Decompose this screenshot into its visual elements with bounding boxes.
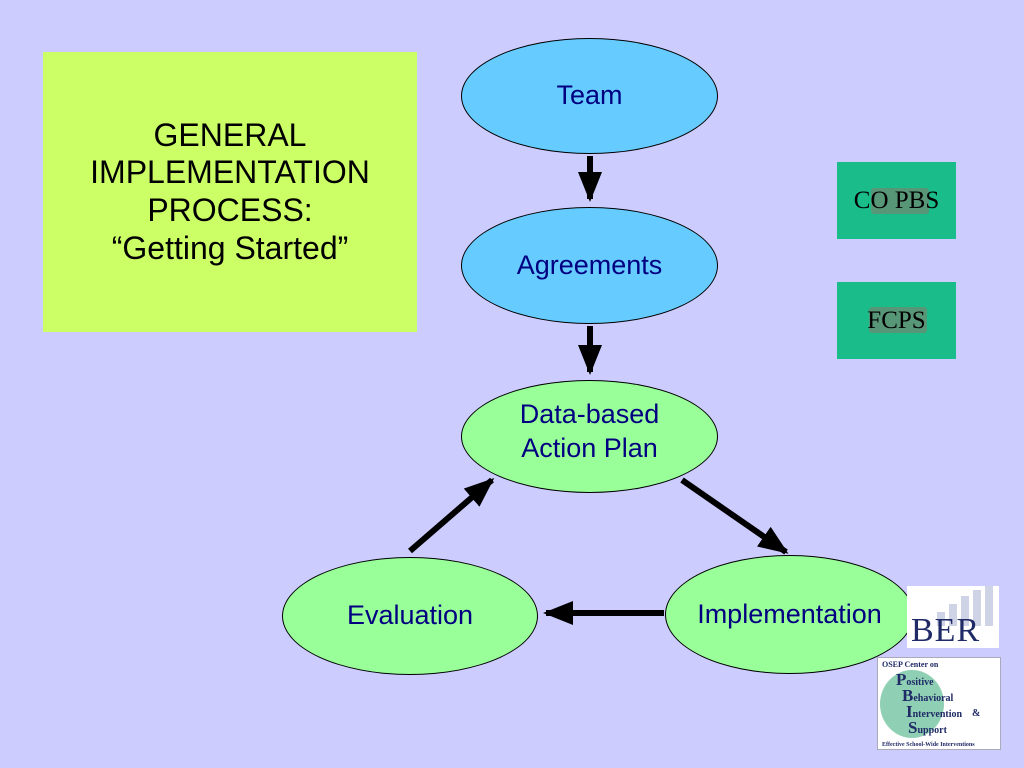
node-plan-line-2: Action Plan (521, 432, 658, 463)
fcps-badge: FCPS (837, 282, 956, 359)
ber-logo: BER (907, 586, 999, 648)
node-agreements-label: Agreements (516, 249, 663, 280)
pbis-top-text: OSEP Center on (882, 660, 939, 669)
node-implementation: Implementation (665, 555, 914, 674)
node-team: Team (461, 38, 718, 154)
pbis-ampersand: & (972, 708, 981, 719)
pbis-word-positive: Positive (896, 670, 934, 689)
copbs-map-icon (871, 188, 929, 214)
fcps-map-icon (869, 307, 927, 333)
node-team-label: Team (556, 80, 623, 110)
title-line-1: GENERAL (153, 116, 307, 153)
arrow-plan-to-implementation (680, 477, 789, 555)
pbis-word-behavioral: Behavioral (902, 686, 954, 705)
title-line-4: “Getting Started” (111, 229, 349, 266)
node-action-plan: Data-based Action Plan (461, 380, 718, 493)
title-box: GENERAL IMPLEMENTATION PROCESS: “Getting… (43, 52, 417, 332)
node-evaluation-label: Evaluation (346, 600, 474, 631)
node-evaluation: Evaluation (282, 557, 538, 675)
node-implementation-label: Implementation (697, 598, 882, 629)
title-line-2: IMPLEMENTATION (90, 154, 370, 191)
node-plan-line-1: Data-based (519, 399, 660, 429)
node-agreements: Agreements (461, 207, 718, 324)
pbis-foot-text: Effective School-Wide Interventions (882, 742, 975, 748)
arrow-evaluation-to-plan (408, 477, 495, 554)
title-line-3: PROCESS: (147, 192, 313, 228)
pbis-word-support: Support (908, 718, 947, 737)
copbs-badge: CO PBS (837, 162, 956, 239)
globe-icon (880, 670, 944, 738)
pbis-word-intervention: Intervention (906, 702, 963, 721)
ber-logo-text: BER (911, 612, 981, 648)
pbis-logo: OSEP Center on Positive Behavioral Inter… (877, 657, 1001, 750)
copbs-badge-label: CO PBS (853, 186, 940, 214)
fcps-badge-label: FCPS (867, 306, 926, 334)
